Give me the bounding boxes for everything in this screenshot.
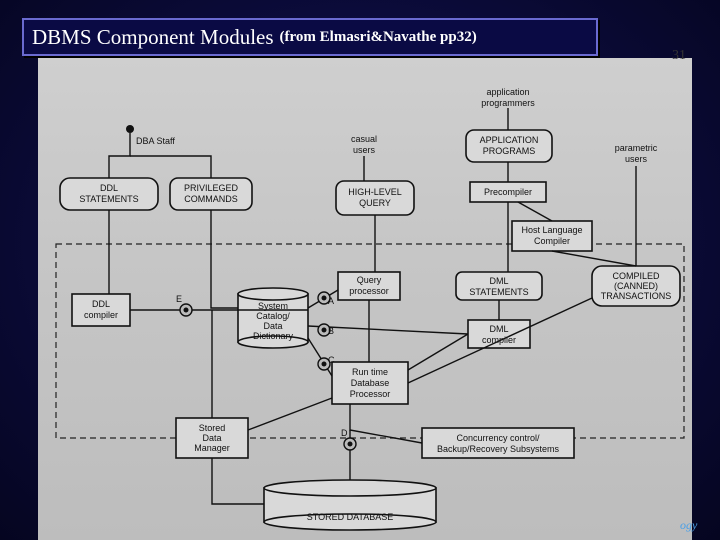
box-dml-compiler: DML compiler bbox=[467, 319, 531, 349]
title-main: DBMS Component Modules bbox=[32, 24, 274, 49]
svg-text:DDL: DDL bbox=[100, 183, 118, 193]
box-ddl-statements: DDL STATEMENTS bbox=[59, 177, 159, 211]
marker-d: D bbox=[341, 428, 357, 451]
dbms-boundary bbox=[55, 243, 685, 439]
box-stored-data-manager: Stored Data Manager bbox=[175, 417, 249, 459]
svg-text:E: E bbox=[176, 294, 182, 304]
box-concurrency-control: Concurrency control/ Backup/Recovery Sub… bbox=[421, 427, 575, 459]
svg-text:Catalog/: Catalog/ bbox=[256, 311, 290, 321]
box-privileged-commands: PRIVILEGED COMMANDS bbox=[169, 177, 253, 211]
marker-b: B bbox=[317, 323, 334, 337]
box-compiled-transactions: COMPILED (CANNED) TRANSACTIONS bbox=[591, 265, 681, 307]
svg-text:Backup/Recovery Subsystems: Backup/Recovery Subsystems bbox=[437, 444, 560, 454]
svg-text:A: A bbox=[328, 296, 334, 306]
svg-text:STATEMENTS: STATEMENTS bbox=[79, 194, 138, 204]
svg-text:Stored: Stored bbox=[199, 423, 226, 433]
svg-text:QUERY: QUERY bbox=[359, 198, 391, 208]
marker-e: E bbox=[176, 294, 193, 317]
box-query-processor: Query processor bbox=[337, 271, 401, 301]
svg-text:PRIVILEGED: PRIVILEGED bbox=[184, 183, 239, 193]
user-dba-staff: DBA Staff bbox=[126, 125, 175, 146]
svg-text:compiler: compiler bbox=[84, 310, 118, 320]
box-application-programs: APPLICATION PROGRAMS bbox=[465, 129, 553, 163]
dbms-diagram: DBA Staff casual users application progr… bbox=[55, 87, 685, 531]
box-stored-database: STORED DATABASE bbox=[263, 479, 437, 531]
svg-text:parametric: parametric bbox=[615, 143, 658, 153]
svg-text:HIGH-LEVEL: HIGH-LEVEL bbox=[348, 187, 402, 197]
box-ddl-compiler: DDL compiler bbox=[71, 293, 131, 327]
marker-c: C bbox=[317, 355, 335, 371]
svg-text:System: System bbox=[258, 301, 288, 311]
svg-text:Compiler: Compiler bbox=[534, 236, 570, 246]
svg-text:users: users bbox=[353, 145, 376, 155]
svg-text:B: B bbox=[328, 326, 334, 336]
svg-text:Precompiler: Precompiler bbox=[484, 187, 532, 197]
title-source: (from Elmasri&Navathe pp32) bbox=[279, 28, 477, 45]
svg-text:STATEMENTS: STATEMENTS bbox=[469, 287, 528, 297]
user-casual: casual users bbox=[351, 134, 377, 155]
page-number: 31 bbox=[672, 48, 686, 63]
svg-text:compiler: compiler bbox=[482, 335, 516, 345]
box-system-catalog: System Catalog/ Data Dictionary bbox=[237, 287, 309, 349]
svg-text:processor: processor bbox=[349, 286, 389, 296]
box-high-level-query: HIGH-LEVEL QUERY bbox=[335, 180, 415, 216]
user-app-programmers: application programmers bbox=[481, 87, 535, 108]
svg-text:Data: Data bbox=[263, 321, 282, 331]
box-host-language-compiler: Host Language Compiler bbox=[511, 220, 593, 252]
box-dml-statements: DML STATEMENTS bbox=[455, 271, 543, 301]
svg-text:users: users bbox=[625, 154, 648, 164]
svg-text:DBA Staff: DBA Staff bbox=[136, 136, 175, 146]
corner-fragment-text: ogy bbox=[680, 518, 698, 532]
svg-text:APPLICATION: APPLICATION bbox=[480, 135, 539, 145]
svg-text:Manager: Manager bbox=[194, 443, 230, 453]
svg-text:C: C bbox=[328, 355, 335, 365]
slide-title: DBMS Component Modules (from Elmasri&Nav… bbox=[22, 18, 598, 56]
svg-text:Processor: Processor bbox=[350, 389, 391, 399]
svg-text:Dictionary: Dictionary bbox=[253, 331, 294, 341]
svg-text:DDL: DDL bbox=[92, 299, 110, 309]
svg-text:Database: Database bbox=[351, 378, 390, 388]
svg-text:TRANSACTIONS: TRANSACTIONS bbox=[601, 291, 672, 301]
svg-text:D: D bbox=[341, 428, 348, 438]
svg-text:Query: Query bbox=[357, 275, 382, 285]
svg-text:application: application bbox=[486, 87, 529, 97]
user-parametric: parametric users bbox=[615, 143, 658, 164]
box-precompiler: Precompiler bbox=[469, 181, 547, 203]
svg-text:STORED DATABASE: STORED DATABASE bbox=[307, 512, 394, 522]
svg-text:Run time: Run time bbox=[352, 367, 388, 377]
svg-text:casual: casual bbox=[351, 134, 377, 144]
svg-text:PROGRAMS: PROGRAMS bbox=[483, 146, 536, 156]
svg-text:Host Language: Host Language bbox=[521, 225, 582, 235]
scanned-figure: DBA Staff casual users application progr… bbox=[38, 58, 692, 540]
box-runtime-processor: Run time Database Processor bbox=[331, 361, 409, 405]
connector-lines bbox=[108, 108, 637, 505]
svg-text:COMMANDS: COMMANDS bbox=[184, 194, 238, 204]
svg-text:(CANNED): (CANNED) bbox=[614, 281, 658, 291]
svg-text:Data: Data bbox=[202, 433, 221, 443]
marker-a: A bbox=[317, 291, 334, 306]
svg-text:DML: DML bbox=[489, 276, 508, 286]
svg-text:Concurrency control/: Concurrency control/ bbox=[456, 433, 540, 443]
svg-text:programmers: programmers bbox=[481, 98, 535, 108]
svg-text:COMPILED: COMPILED bbox=[612, 271, 660, 281]
svg-text:DML: DML bbox=[489, 324, 508, 334]
